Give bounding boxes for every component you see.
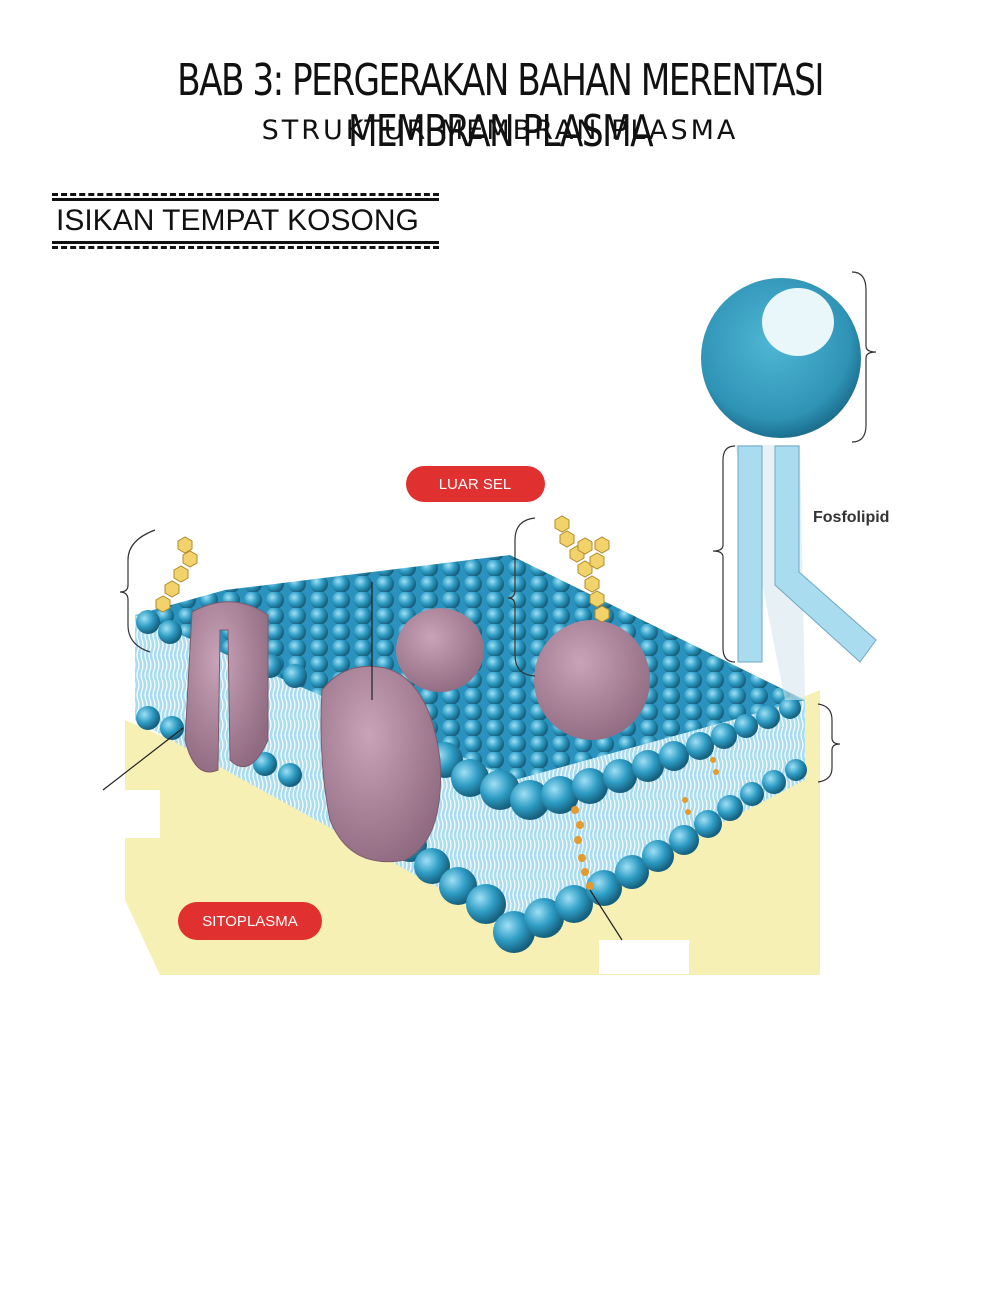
pointer-line-bottom: [589, 889, 623, 941]
cytoplasm-tag: [178, 902, 322, 940]
channel-protein: [184, 601, 269, 773]
blank-box-left: [60, 795, 158, 837]
phospholipid-label: Fosfolipid: [813, 509, 889, 526]
page-subtitle: STRUKTUR MEMBRAN PLASMA: [261, 115, 739, 146]
phospholipid-tail-left: [737, 445, 763, 663]
brace-bilayer: [817, 703, 841, 783]
brace-glycoprotein: [507, 517, 536, 677]
outside-cell-label: LUAR SEL: [439, 476, 512, 493]
glycolipid-chain: [155, 536, 198, 613]
glycoprotein-chain: [554, 515, 610, 623]
blank-box-bottom: [599, 940, 689, 974]
page-title: BAB 3: PERGERAKAN BAHAN MERENTASI MEMBRA…: [177, 55, 824, 157]
glycoprotein: [534, 620, 650, 740]
phospholipid-tail-right: [774, 445, 877, 663]
brace-head: [851, 271, 877, 443]
peripheral-protein: [396, 608, 484, 692]
instruction-heading: ISIKAN TEMPAT KOSONG: [52, 193, 439, 249]
cytoplasm-label: SITOPLASMA: [202, 913, 298, 930]
brace-glycolipid: [119, 529, 156, 653]
cholesterol: [571, 757, 719, 890]
pointer-line-left: [102, 727, 184, 791]
transmembrane-protein: [320, 665, 442, 863]
outside-cell-tag: [406, 466, 545, 502]
brace-tail: [712, 445, 736, 663]
phospholipid-head-highlight: [762, 288, 834, 356]
